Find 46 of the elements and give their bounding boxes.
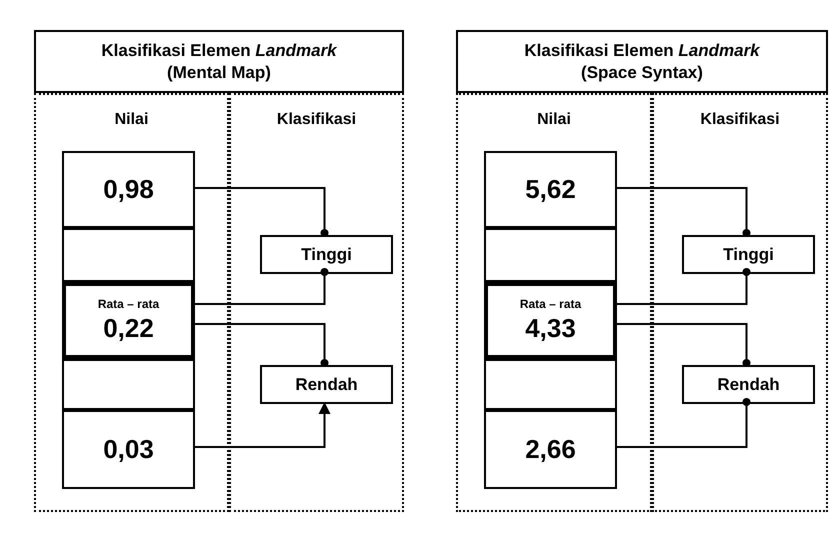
class-label: Tinggi bbox=[301, 244, 352, 264]
value-text: 5,62 bbox=[525, 174, 576, 205]
connector-line bbox=[615, 187, 750, 237]
title-box bbox=[456, 30, 828, 93]
panel-title: Klasifikasi Elemen Landmark (Mental Map) bbox=[100, 40, 338, 84]
connector-line bbox=[193, 187, 328, 237]
column-panel bbox=[229, 93, 404, 512]
connector-line bbox=[193, 268, 328, 305]
column-panel bbox=[456, 93, 652, 512]
connector-line bbox=[615, 268, 750, 305]
class-box bbox=[682, 365, 815, 404]
value-text: 0,98 bbox=[103, 174, 154, 205]
connector-line bbox=[615, 323, 750, 367]
average-cell bbox=[62, 282, 195, 359]
blank-cell bbox=[484, 359, 617, 410]
blank-cell bbox=[484, 228, 617, 282]
column-heading: Nilai bbox=[537, 111, 571, 129]
connector-line bbox=[193, 323, 328, 367]
average-label: Rata – rata bbox=[98, 297, 160, 311]
value-cell bbox=[484, 151, 617, 228]
column-heading: Nilai bbox=[114, 111, 148, 129]
value-text: 2,66 bbox=[525, 434, 576, 465]
average-label: Rata – rata bbox=[520, 297, 582, 311]
value-cell bbox=[484, 410, 617, 489]
value-text: 0,22 bbox=[103, 313, 154, 344]
arrow bbox=[193, 402, 330, 448]
column-heading: Klasifikasi bbox=[276, 111, 356, 129]
connector-line bbox=[615, 398, 750, 448]
class-label: Rendah bbox=[295, 374, 358, 394]
blank-cell bbox=[62, 228, 195, 282]
value-cell bbox=[62, 151, 195, 228]
column-heading: Klasifikasi bbox=[700, 111, 780, 129]
class-label: Rendah bbox=[717, 374, 780, 394]
title-box bbox=[34, 30, 404, 93]
value-text: 4,33 bbox=[525, 313, 576, 344]
value-text: 0,03 bbox=[103, 434, 154, 465]
value-cell bbox=[62, 410, 195, 489]
blank-cell bbox=[62, 359, 195, 410]
class-label: Tinggi bbox=[723, 244, 774, 264]
class-box bbox=[260, 365, 393, 404]
column-panel bbox=[652, 93, 828, 512]
column-panel bbox=[34, 93, 229, 512]
class-box bbox=[682, 235, 815, 274]
class-box bbox=[260, 235, 393, 274]
panel-title: Klasifikasi Elemen Landmark (Space Syntax) bbox=[523, 40, 761, 84]
average-cell bbox=[484, 282, 617, 359]
